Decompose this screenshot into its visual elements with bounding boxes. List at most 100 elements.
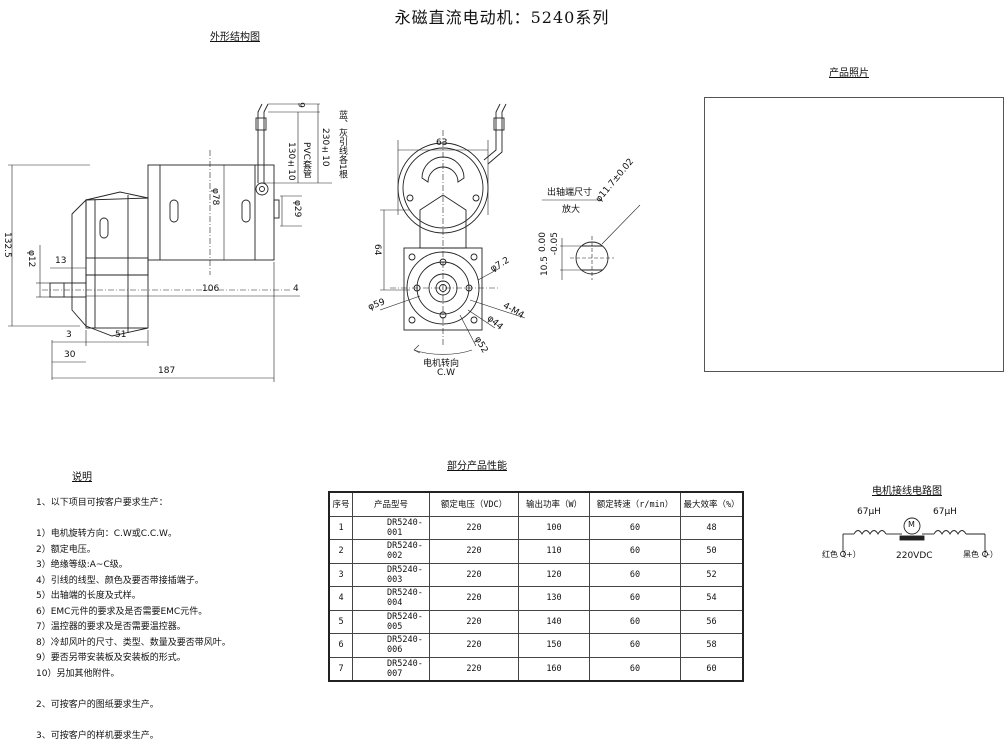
cell-efficiency: 56	[681, 610, 744, 634]
cell-speed: 60	[590, 540, 681, 564]
table-row: 5 DR5240-005 220 140 60 56	[329, 610, 743, 634]
cell-index: 1	[329, 516, 353, 540]
motor-symbol: M	[908, 520, 915, 529]
dim-6: 6	[298, 102, 308, 108]
cell-model: DR5240-005	[353, 610, 430, 634]
cell-voltage: 220	[430, 610, 519, 634]
cell-efficiency: 54	[681, 587, 744, 611]
note-item: 1）电机旋转方向：C.W或C.C.W。	[36, 527, 231, 543]
cell-efficiency: 60	[681, 657, 744, 681]
cell-power: 140	[519, 610, 590, 634]
note-item: 3）绝缘等级:A~C级。	[36, 558, 231, 574]
note-item	[36, 682, 231, 698]
cell-speed: 60	[590, 563, 681, 587]
dim-phi12: φ12	[26, 250, 36, 267]
dim-3: 3	[66, 330, 72, 340]
note-item: 3、可按客户的样机要求生产。	[36, 729, 231, 744]
dim-130: 130±10	[286, 142, 296, 181]
rotation-value: C.W	[437, 368, 455, 378]
table-row: 2 DR5240-002 220 110 60 50	[329, 540, 743, 564]
cell-speed: 60	[590, 587, 681, 611]
note-item: 1、以下项目可按客户要求生产：	[36, 496, 231, 512]
wire-red-label: 红色（+）	[822, 549, 861, 560]
note-item: 10）另加其他附件。	[36, 667, 231, 683]
cell-power: 130	[519, 587, 590, 611]
shaft-detail-label: 出轴端尺寸	[547, 185, 592, 198]
cell-speed: 60	[590, 634, 681, 658]
table-row: 1 DR5240-001 220 100 60 48	[329, 516, 743, 540]
dim-30: 30	[64, 350, 75, 360]
cell-speed: 60	[590, 610, 681, 634]
cell-speed: 60	[590, 657, 681, 681]
cell-power: 120	[519, 563, 590, 587]
shaft-detail-sub: 放大	[562, 202, 580, 215]
cell-model: DR5240-007	[353, 657, 430, 681]
cell-index: 6	[329, 634, 353, 658]
col-header-power: 输出功率（W）	[519, 492, 590, 516]
note-item	[36, 512, 231, 528]
notes-list: 1、以下项目可按客户要求生产： 1）电机旋转方向：C.W或C.C.W。 2）额定…	[36, 496, 231, 744]
cell-model: DR5240-002	[353, 540, 430, 564]
dim-64: 64	[372, 244, 382, 255]
note-item	[36, 713, 231, 729]
dim-pvc: PVC套管	[300, 142, 313, 178]
dim-132-5: 132.5	[2, 232, 12, 258]
note-item: 2）额定电压。	[36, 543, 231, 559]
cell-efficiency: 50	[681, 540, 744, 564]
cell-model: DR5240-003	[353, 563, 430, 587]
performance-table: 序号 产品型号 额定电压（VDC） 输出功率（W） 额定转速（r/min） 最大…	[328, 491, 744, 682]
table-header-row: 序号 产品型号 额定电压（VDC） 输出功率（W） 额定转速（r/min） 最大…	[329, 492, 743, 516]
cell-power: 110	[519, 540, 590, 564]
voltage-label: 220VDC	[896, 551, 933, 561]
note-item: 4）引线的线型、颜色及要否带接插端子。	[36, 574, 231, 590]
cell-voltage: 220	[430, 587, 519, 611]
cell-power: 100	[519, 516, 590, 540]
shaft-tol-lower: -0.05	[550, 232, 560, 255]
col-header-index: 序号	[329, 492, 353, 516]
dim-4: 4	[293, 284, 299, 294]
cell-model: DR5240-004	[353, 587, 430, 611]
table-row: 7 DR5240-007 220 160 60 60	[329, 657, 743, 681]
dim-lead-note: 蓝、灰引线各1根	[336, 110, 349, 179]
col-header-efficiency: 最大效率（%）	[681, 492, 744, 516]
table-row: 4 DR5240-004 220 130 60 54	[329, 587, 743, 611]
table-row: 3 DR5240-003 220 120 60 52	[329, 563, 743, 587]
cell-voltage: 220	[430, 540, 519, 564]
table-row: 6 DR5240-006 220 150 60 58	[329, 634, 743, 658]
cell-voltage: 220	[430, 657, 519, 681]
note-item: 5）出轴端的长度及式样。	[36, 589, 231, 605]
cell-voltage: 220	[430, 634, 519, 658]
dim-phi78: φ78	[210, 188, 220, 205]
dim-187: 187	[158, 366, 175, 376]
inductor-left-label: 67μH	[857, 507, 881, 517]
col-header-model: 产品型号	[353, 492, 430, 516]
note-item: 8）冷却风叶的尺寸、类型、数量及要否带风叶。	[36, 636, 231, 652]
cell-index: 4	[329, 587, 353, 611]
note-item: 6）EMC元件的要求及是否需要EMC元件。	[36, 605, 231, 621]
cell-efficiency: 52	[681, 563, 744, 587]
shaft-tol-upper: 0.00	[538, 232, 548, 252]
front-view-motor	[50, 104, 279, 336]
cell-index: 5	[329, 610, 353, 634]
cell-power: 160	[519, 657, 590, 681]
note-item: 2、可按客户的图纸要求生产。	[36, 698, 231, 714]
cell-speed: 60	[590, 516, 681, 540]
dim-63: 63	[436, 138, 447, 148]
cell-index: 7	[329, 657, 353, 681]
cell-voltage: 220	[430, 563, 519, 587]
dim-106: 106	[202, 284, 219, 294]
dim-230: 230±10	[320, 128, 330, 167]
dim-51: 51	[115, 330, 126, 340]
cell-efficiency: 58	[681, 634, 744, 658]
cell-index: 3	[329, 563, 353, 587]
wire-black-label: 黑色（-）	[963, 549, 998, 560]
col-header-speed: 额定转速（r/min）	[590, 492, 681, 516]
note-item: 9）要否另带安装板及安装板的形式。	[36, 651, 231, 667]
inductor-right-label: 67μH	[933, 507, 957, 517]
dim-phi29: φ29	[292, 200, 302, 217]
cell-efficiency: 48	[681, 516, 744, 540]
cell-model: DR5240-001	[353, 516, 430, 540]
cell-voltage: 220	[430, 516, 519, 540]
dim-13: 13	[55, 256, 66, 266]
cell-index: 2	[329, 540, 353, 564]
